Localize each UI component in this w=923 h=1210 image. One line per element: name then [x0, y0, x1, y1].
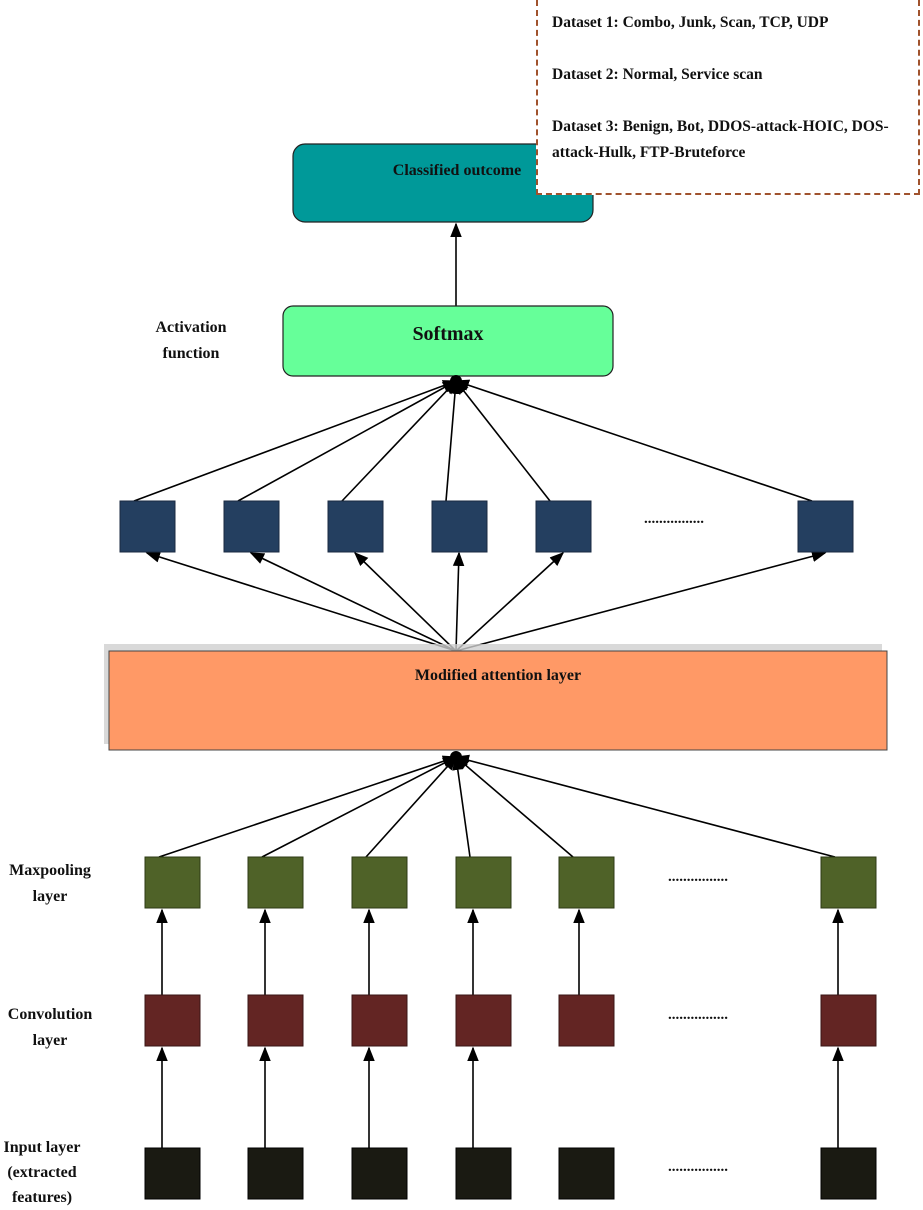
attention-node [327, 500, 384, 553]
activation-function-label: Activation function [155, 319, 227, 362]
maxpool-to-attention-connector [452, 755, 471, 858]
convolution-node [247, 994, 304, 1047]
node-to-softmax-connector [445, 379, 461, 502]
attention-node [223, 500, 280, 553]
maxpool-to-attention-connector [158, 755, 458, 858]
attention-layer-label: Modified attention layer [415, 667, 581, 684]
maxpooling-node [144, 856, 201, 909]
attention-layer-box [108, 650, 888, 751]
maxpooling-ellipsis: ................ [668, 869, 728, 885]
dataset-legend: Dataset 1: Combo, Junk, Scan, TCP, UDP D… [536, 0, 920, 195]
maxpooling-node [558, 856, 615, 909]
maxpool-to-attention-connector [365, 755, 457, 858]
node-to-softmax-connector [341, 379, 457, 502]
attention-node [535, 500, 592, 553]
input-node [144, 1147, 201, 1200]
convolution-layer-label: Convolution layer [7, 1006, 93, 1049]
maxpool-to-attention-connector [454, 754, 836, 858]
classified-outcome-label: Classified outcome [393, 162, 521, 179]
input-node [820, 1147, 877, 1200]
maxpooling-nodes [144, 856, 877, 909]
maxpooling-node [247, 856, 304, 909]
attention-node [119, 500, 176, 553]
attention-to-node-arrow [455, 552, 565, 652]
node-to-softmax-connector [455, 379, 551, 502]
softmax-junction [450, 375, 462, 387]
attention-to-node-arrow [249, 552, 457, 652]
legend-item-dataset-3: Dataset 3: Benign, Bot, DDOS-attack-HOIC… [552, 118, 889, 161]
maxpooling-layer-label: Maxpooling layer [9, 862, 91, 905]
convolution-node [144, 994, 201, 1047]
convolution-node [455, 994, 512, 1047]
convolution-node [558, 994, 615, 1047]
connectors [133, 222, 844, 1148]
convolution-node [351, 994, 408, 1047]
input-node [351, 1147, 408, 1200]
input-node [455, 1147, 512, 1200]
attention-to-node-arrow [452, 551, 465, 652]
attention-to-node-arrow [455, 550, 827, 652]
legend-item-dataset-2: Dataset 2: Normal, Service scan [552, 66, 763, 83]
convolution-ellipsis: ................ [668, 1007, 728, 1023]
maxpooling-node [820, 856, 877, 909]
maxpooling-node [455, 856, 512, 909]
input-node [558, 1147, 615, 1200]
convolution-nodes [144, 994, 877, 1047]
softmax-box [282, 305, 614, 377]
maxpooling-node [351, 856, 408, 909]
node-to-softmax-connector [237, 380, 458, 502]
attention-nodes-ellipsis: ................ [644, 511, 704, 527]
maxpool-to-attention-connector [261, 756, 458, 858]
input-layer-label: Input layer (extracted features) [3, 1139, 81, 1206]
attention-to-node-arrow [145, 551, 457, 652]
attention-to-node-arrow [353, 551, 457, 652]
attention-junction [450, 751, 462, 763]
legend-item-dataset-1: Dataset 1: Combo, Junk, Scan, TCP, UDP [552, 14, 829, 31]
input-ellipsis: ................ [668, 1159, 728, 1175]
input-nodes [144, 1147, 877, 1200]
node-to-softmax-connector [454, 379, 813, 502]
maxpool-to-attention-connector [454, 756, 574, 858]
attention-node [797, 500, 854, 553]
attention-nodes [119, 500, 854, 553]
node-to-softmax-connector [133, 380, 458, 502]
attention-node [431, 500, 488, 553]
softmax-label: Softmax [412, 323, 483, 345]
convolution-node [820, 994, 877, 1047]
input-node [247, 1147, 304, 1200]
